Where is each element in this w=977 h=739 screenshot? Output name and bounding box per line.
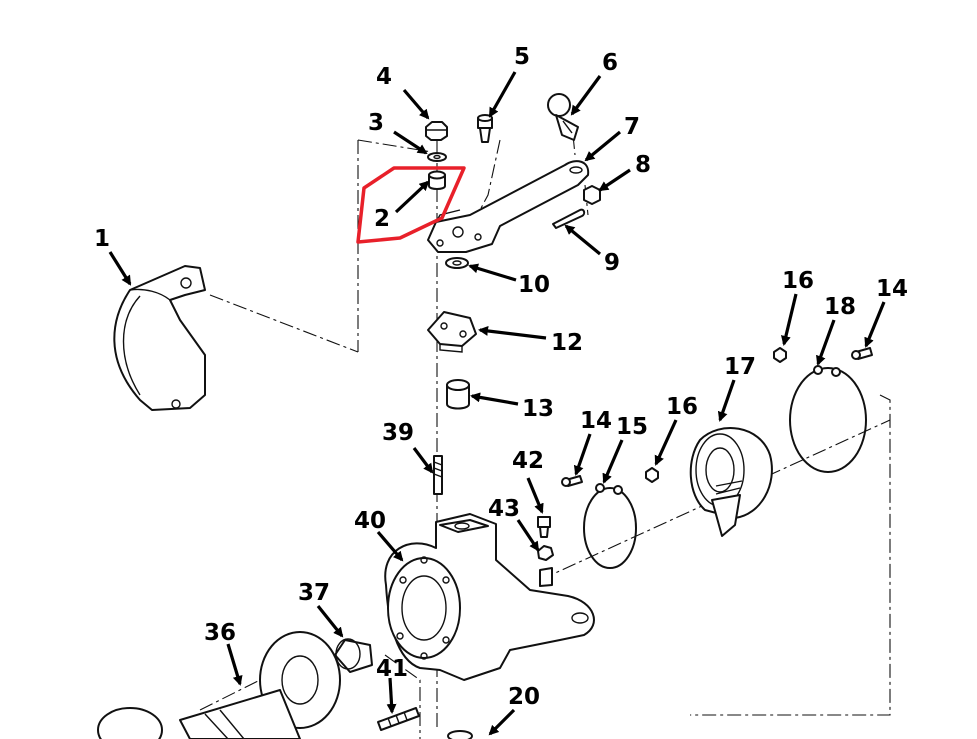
- callout-10: 10: [518, 272, 550, 298]
- part-12-plate: [427, 311, 477, 353]
- part-17-seal-assembly: [689, 427, 773, 537]
- callout-13: 13: [522, 396, 554, 422]
- part-15-retaining-ring: [583, 483, 637, 569]
- callout-1: 1: [94, 226, 110, 252]
- callout-43: 43: [488, 496, 520, 522]
- part-6-ball-stud: [547, 93, 579, 141]
- callout-18: 18: [824, 294, 856, 320]
- part-37-bearing: [334, 638, 373, 673]
- callout-6: 6: [602, 50, 618, 76]
- callout-20: 20: [508, 684, 540, 710]
- part-42-bolt: [537, 516, 551, 538]
- callout-16-large: 16: [782, 268, 814, 294]
- part-41-stud: [377, 707, 420, 731]
- part-5-grease-fitting: [477, 114, 493, 143]
- callout-15: 15: [616, 414, 648, 440]
- part-39-stud: [433, 455, 443, 495]
- part-7-steering-arm: [427, 160, 590, 253]
- callout-8: 8: [635, 152, 651, 178]
- callout-2: 2: [374, 206, 390, 232]
- part-20-fitting: [447, 730, 473, 739]
- part-9-cotter-pin: [552, 208, 586, 229]
- callout-42: 42: [512, 448, 544, 474]
- callout-16-small: 16: [666, 394, 698, 420]
- highlight-outline: [356, 166, 466, 244]
- part-4-nut: [425, 121, 448, 141]
- callout-39: 39: [382, 420, 414, 446]
- callout-9: 9: [604, 250, 620, 276]
- callout-14-small: 14: [580, 408, 612, 434]
- part-43-nut: [537, 545, 554, 561]
- part-1-brake-shield: [113, 265, 206, 411]
- part-18-large-ring: [789, 365, 867, 473]
- part-16-nut-large: [773, 347, 787, 363]
- callout-17: 17: [724, 354, 756, 380]
- part-14-screw-large: [851, 347, 873, 360]
- callout-5: 5: [514, 44, 530, 70]
- part-10-washer: [445, 257, 469, 269]
- callout-37: 37: [298, 580, 330, 606]
- callout-7: 7: [624, 114, 640, 140]
- callout-labels: 4 3 2 5 6 7 8 9 10 12 13 1 39 40 42 43 3…: [94, 44, 908, 710]
- part-3-washer: [427, 152, 447, 162]
- part-16-nut-small: [645, 467, 659, 483]
- part-2-bushing: [428, 170, 446, 190]
- callout-12: 12: [551, 330, 583, 356]
- callout-4: 4: [376, 64, 392, 90]
- callout-36: 36: [204, 620, 236, 646]
- callout-arrows: [108, 71, 886, 736]
- part-36-axle-shaft: [97, 631, 341, 739]
- part-40-steering-knuckle: [384, 513, 595, 681]
- callout-41: 41: [376, 656, 408, 682]
- part-8-castle-nut: [583, 185, 601, 205]
- callout-3: 3: [368, 110, 384, 136]
- callout-14-large: 14: [876, 276, 908, 302]
- callout-40: 40: [354, 508, 386, 534]
- part-13-bushing: [446, 379, 470, 410]
- part-14-screw-small: [561, 475, 583, 487]
